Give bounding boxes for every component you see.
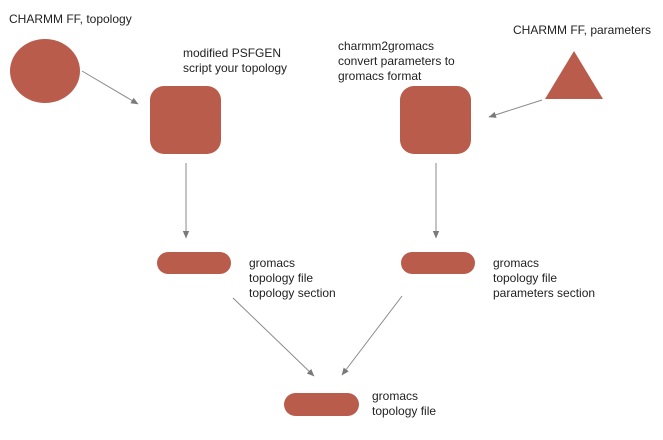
final-output-node <box>284 393 359 416</box>
parameters-section-output-label: gromacs topology file parameters section <box>493 256 596 300</box>
edge-parameters-section-to-final <box>341 295 403 376</box>
topology-input-label: CHARMM FF, topology <box>9 12 132 26</box>
parameters-section-output-node <box>401 252 475 274</box>
final-output-label: gromacs topology file <box>372 389 437 418</box>
edge-parameters-to-charmm2gromacs <box>488 99 543 118</box>
parameters-input-node <box>545 51 603 99</box>
charmm2gromacs-process-node <box>400 86 471 154</box>
topology-section-output-node <box>157 252 231 274</box>
edge-topology-section-to-final <box>232 297 315 377</box>
parameters-input-label: CHARMM FF, parameters <box>513 23 652 37</box>
charmm2gromacs-process-label: charmm2gromacs convert parameters to gro… <box>338 39 455 83</box>
topology-section-output-label: gromacs topology file topology section <box>249 256 336 300</box>
topology-input-node <box>10 39 80 103</box>
psfgen-process-node <box>150 86 221 154</box>
psfgen-process-label: modified PSFGEN script your topology <box>183 46 288 75</box>
edge-topology-to-psfgen <box>81 70 139 105</box>
